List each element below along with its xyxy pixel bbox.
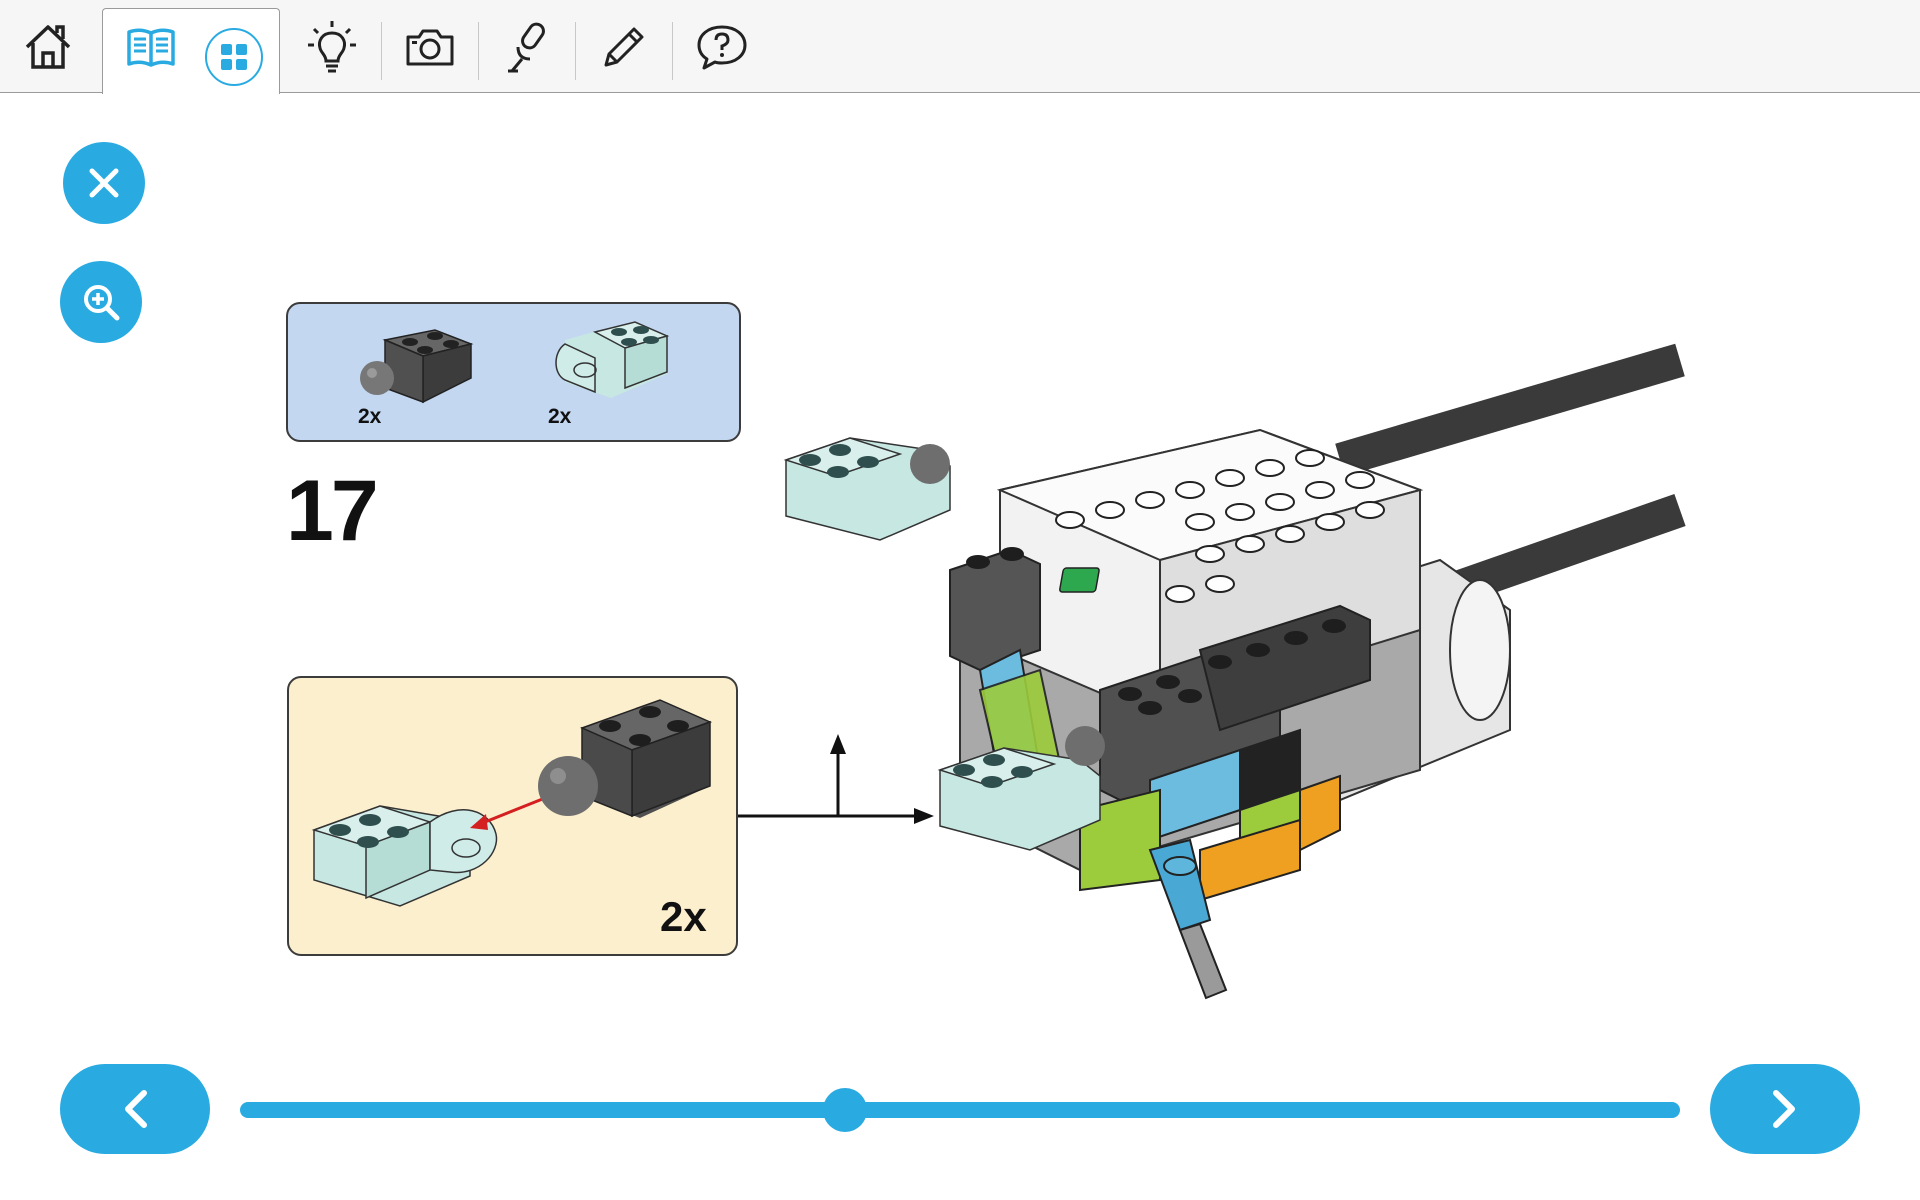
record-button[interactable] — [491, 0, 563, 93]
transparent-clip-part — [555, 321, 670, 398]
camera-button[interactable] — [394, 0, 466, 93]
grid-icon — [221, 44, 247, 70]
progress-slider-thumb[interactable] — [822, 1088, 867, 1132]
attached-clip-upper — [783, 437, 951, 541]
chevron-right-icon — [1773, 1090, 1795, 1128]
pencil-icon — [604, 27, 644, 66]
toolbar — [0, 0, 1920, 94]
assembly-arrows — [738, 734, 934, 824]
previous-step-button[interactable] — [60, 1064, 210, 1154]
help-button[interactable] — [686, 0, 758, 93]
zoom-in-icon — [84, 285, 120, 321]
idea-button[interactable] — [296, 0, 368, 93]
step-number: 17 — [286, 463, 379, 559]
close-icon — [89, 168, 119, 198]
book-button[interactable] — [118, 0, 184, 93]
toolbar-separator — [381, 22, 382, 80]
progress-slider-track[interactable] — [240, 1102, 1680, 1118]
sub-assembly-illustration — [311, 699, 713, 907]
sub-assembly-quantity: 2x — [660, 893, 707, 940]
zoom-in-button[interactable] — [60, 261, 142, 343]
home-button[interactable] — [8, 0, 88, 93]
attached-clip-lower — [937, 726, 1105, 851]
home-icon — [25, 24, 71, 69]
lightbulb-icon — [308, 20, 356, 72]
grid-button[interactable] — [205, 28, 263, 86]
toolbar-separator — [478, 22, 479, 80]
toolbar-separator — [575, 22, 576, 80]
next-step-button[interactable] — [1710, 1064, 1860, 1154]
help-bubble-icon — [697, 25, 747, 69]
book-icon — [127, 28, 175, 67]
part-quantity: 2x — [358, 405, 382, 428]
dark-brick-ball-part — [360, 329, 474, 404]
toolbar-separator — [672, 22, 673, 80]
notes-button[interactable] — [588, 0, 660, 93]
close-button[interactable] — [63, 142, 145, 224]
camera-icon — [406, 29, 454, 65]
chevron-left-icon — [125, 1090, 147, 1128]
microphone-icon — [508, 22, 545, 72]
model-illustration — [783, 343, 1686, 1000]
part-quantity: 2x — [548, 405, 572, 428]
